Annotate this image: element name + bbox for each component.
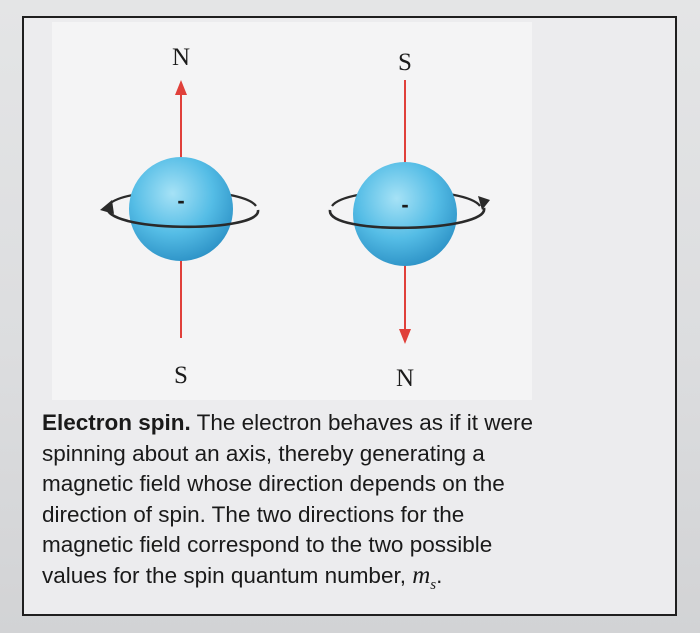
caption-text-1: The electron behaves as if it were (190, 410, 534, 435)
right-top-pole-label: S (398, 49, 412, 76)
caption-line-2: spinning about an axis, thereby generati… (42, 440, 485, 466)
symbol-main: m (412, 561, 431, 589)
caption-lead: Electron spin. (42, 410, 191, 435)
right-bottom-pole-label: N (396, 365, 414, 392)
left-orbit-front (106, 205, 260, 229)
caption-line-6: values for the spin quantum number, ms. (42, 561, 652, 601)
right-orbit-front (328, 207, 486, 230)
caption-line-5: magnetic field correspond to the two pos… (42, 532, 493, 557)
left-top-pole-label: N (172, 44, 190, 71)
left-arrowhead-up (175, 80, 187, 95)
right-charge-sign: - (401, 192, 408, 217)
symbol-subscript: s (430, 576, 437, 593)
left-bottom-pole-label: S (174, 362, 188, 389)
right-orbit-arrowhead (478, 196, 490, 210)
caption-line-4: direction of spin. The two directions fo… (42, 501, 465, 527)
caption-line-1: Electron spin. The electron behaves as i… (42, 408, 652, 439)
figure-caption: Electron spin. The electron behaves as i… (42, 408, 652, 600)
left-charge-sign: - (177, 188, 184, 213)
caption-text-6: values for the spin quantum number, (42, 562, 413, 588)
left-orbit-arrowhead (100, 200, 114, 214)
right-arrowhead-down (399, 329, 411, 344)
right-electron-sphere (353, 162, 457, 266)
left-electron: N S - (100, 44, 260, 389)
caption-line-3: magnetic field whose direction depends o… (42, 471, 505, 496)
caption-end-punct: . (436, 562, 443, 588)
left-electron-sphere (129, 157, 233, 261)
spin-quantum-number-symbol: ms (412, 561, 436, 593)
right-electron: S N - (328, 49, 490, 392)
